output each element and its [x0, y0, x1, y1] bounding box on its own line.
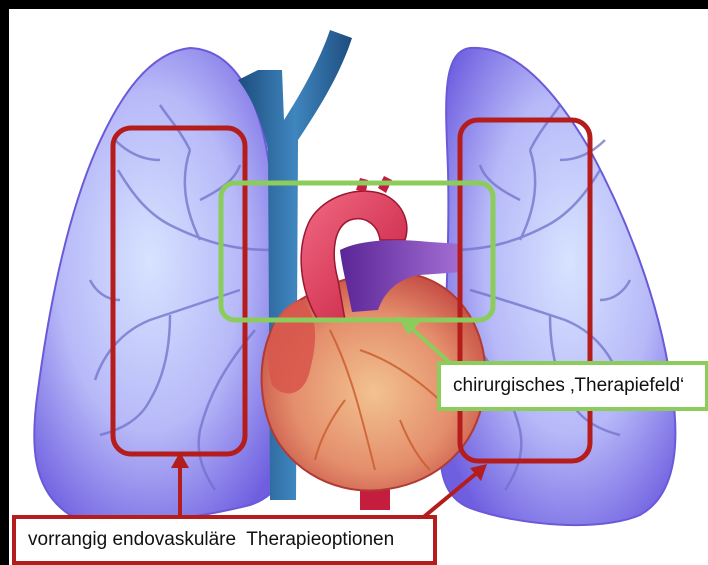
surgical-field-label: chirurgisches ‚Therapiefeld‘: [437, 361, 708, 411]
endovascular-label: vorrangig endovaskuläre Therapieoptionen: [12, 515, 437, 565]
left-lung: [34, 48, 290, 522]
endovascular-text: vorrangig endovaskuläre Therapieoptionen: [28, 529, 394, 551]
surgical-field-text: chirurgisches ‚Therapiefeld‘: [453, 375, 684, 397]
